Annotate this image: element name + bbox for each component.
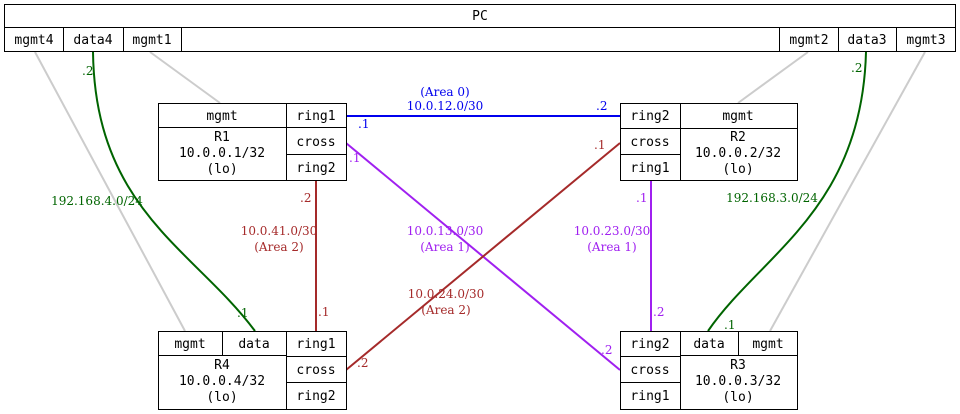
r3-port-ring2: ring2 bbox=[630, 337, 669, 352]
r2-r4-area-label: (Area 2) bbox=[421, 303, 470, 317]
r4-port-ring1: ring1 bbox=[296, 337, 335, 352]
r1-iface: (lo) bbox=[206, 162, 237, 177]
router-r2: mgmt R2 10.0.0.2/32 (lo) ring2 cross rin… bbox=[620, 103, 798, 181]
r2-r4-end-b: .2 bbox=[357, 356, 368, 370]
r1-port-ring1: ring1 bbox=[296, 109, 335, 124]
mgmt2-link bbox=[737, 51, 809, 104]
router-r1: mgmt R1 10.0.0.1/32 (lo) ring1 cross rin… bbox=[158, 103, 347, 181]
data4-end-b: .1 bbox=[237, 306, 248, 320]
r1-r3-end-b: .2 bbox=[601, 343, 612, 357]
r1-r2-area-label: (Area 0) bbox=[420, 85, 469, 99]
router-r3: data mgmt R3 10.0.0.3/32 (lo) ring2 cros… bbox=[620, 331, 798, 410]
r4-port-cross: cross bbox=[296, 363, 335, 378]
r1-port-ring2: ring2 bbox=[296, 161, 335, 176]
r4-mgmt-port: mgmt bbox=[174, 337, 205, 352]
labels-r2-r3: 10.0.23.0/30 (Area 1) .1 .2 bbox=[574, 191, 665, 319]
r2-port-cross: cross bbox=[630, 135, 669, 150]
r3-iface: (lo) bbox=[722, 390, 753, 405]
r1-r3-end-a: .1 bbox=[349, 151, 360, 165]
data4-end-a: .2 bbox=[82, 64, 93, 78]
r2-r3-area-label: (Area 1) bbox=[587, 240, 636, 254]
r4-name: R4 bbox=[214, 358, 230, 373]
data3-end-a: .2 bbox=[851, 61, 862, 75]
r2-iface: (lo) bbox=[722, 162, 753, 177]
data3-subnet-label: 192.168.3.0/24 bbox=[726, 191, 818, 205]
r2-r4-end-a: .1 bbox=[594, 138, 605, 152]
r1-r2-subnet-label: 10.0.12.0/30 bbox=[407, 99, 484, 113]
r2-r3-end-a: .1 bbox=[636, 191, 647, 205]
mgmt1-link bbox=[149, 51, 221, 104]
pc-title: PC bbox=[472, 9, 488, 24]
r1-r4-end-a: .2 bbox=[300, 191, 311, 205]
pc-port-mgmt3: mgmt3 bbox=[906, 33, 945, 48]
labels-r1-r4: 10.0.41.0/30 (Area 2) .2 .1 bbox=[241, 191, 330, 319]
r1-address: 10.0.0.1/32 bbox=[179, 146, 265, 161]
mgmt3-link bbox=[769, 51, 926, 332]
labels-data: .2 192.168.4.0/24 .1 .2 192.168.3.0/24 .… bbox=[51, 61, 862, 332]
data4-link bbox=[92, 51, 256, 332]
r1-r3-subnet-label: 10.0.13.0/30 bbox=[407, 224, 484, 238]
labels-r2-r4: 10.0.24.0/30 (Area 2) .1 .2 bbox=[357, 138, 605, 370]
data3-link bbox=[707, 51, 867, 332]
r1-r2-end-a: .1 bbox=[358, 117, 369, 131]
labels-r1-r3: 10.0.13.0/30 (Area 1) .1 .2 bbox=[349, 151, 612, 357]
r1-mgmt-port: mgmt bbox=[206, 109, 237, 124]
r3-mgmt-port: mgmt bbox=[752, 337, 783, 352]
r2-mgmt-port: mgmt bbox=[722, 109, 753, 124]
r3-port-ring1: ring1 bbox=[630, 389, 669, 404]
r3-data-port: data bbox=[693, 337, 724, 352]
pc-port-mgmt4: mgmt4 bbox=[14, 33, 53, 48]
pc-port-mgmt1: mgmt1 bbox=[132, 33, 171, 48]
r4-data-port: data bbox=[238, 337, 269, 352]
r2-port-ring2: ring2 bbox=[630, 109, 669, 124]
r3-name: R3 bbox=[730, 358, 746, 373]
labels-r1-r2: (Area 0) 10.0.12.0/30 .1 .2 bbox=[358, 85, 607, 131]
pc-node: PC mgmt4 data4 mgmt1 mgmt2 data3 mgmt3 bbox=[4, 4, 956, 52]
r1-r3-area-label: (Area 1) bbox=[420, 240, 469, 254]
r4-address: 10.0.0.4/32 bbox=[179, 374, 265, 389]
r3-port-cross: cross bbox=[630, 363, 669, 378]
data4-subnet-label: 192.168.4.0/24 bbox=[51, 194, 143, 208]
mgmt-links bbox=[34, 51, 926, 332]
data-links bbox=[92, 51, 867, 332]
router-r4: mgmt data R4 10.0.0.4/32 (lo) ring1 cros… bbox=[158, 331, 347, 410]
link-r2-r4 bbox=[345, 142, 621, 371]
r2-r4-subnet-label: 10.0.24.0/30 bbox=[408, 287, 485, 301]
pc-port-data3: data3 bbox=[847, 33, 886, 48]
r2-r3-subnet-label: 10.0.23.0/30 bbox=[574, 224, 651, 238]
r2-port-ring1: ring1 bbox=[630, 161, 669, 176]
mgmt4-link bbox=[34, 51, 186, 332]
r1-name: R1 bbox=[214, 130, 230, 145]
r2-r3-end-b: .2 bbox=[653, 305, 664, 319]
r1-r4-end-b: .1 bbox=[318, 305, 329, 319]
r2-address: 10.0.0.2/32 bbox=[695, 146, 781, 161]
r4-port-ring2: ring2 bbox=[296, 389, 335, 404]
pc-port-data4: data4 bbox=[73, 33, 112, 48]
pc-port-mgmt2: mgmt2 bbox=[789, 33, 828, 48]
r3-address: 10.0.0.3/32 bbox=[695, 374, 781, 389]
r2-name: R2 bbox=[730, 130, 746, 145]
data3-end-b: .1 bbox=[724, 318, 735, 332]
r4-iface: (lo) bbox=[206, 390, 237, 405]
r1-r2-end-b: .2 bbox=[596, 99, 607, 113]
r1-r4-subnet-label: 10.0.41.0/30 bbox=[241, 224, 318, 238]
r1-r4-area-label: (Area 2) bbox=[254, 240, 303, 254]
r1-port-cross: cross bbox=[296, 135, 335, 150]
